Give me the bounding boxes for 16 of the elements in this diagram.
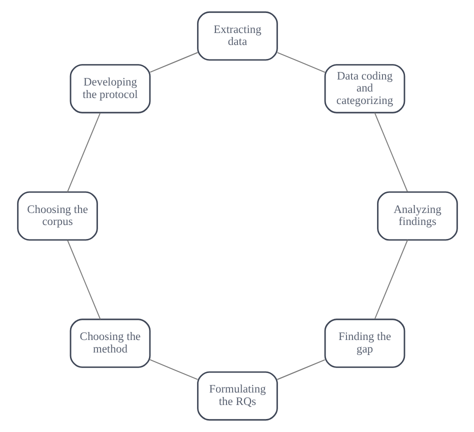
connector [66,112,100,193]
connector [66,240,100,320]
connector [374,239,408,320]
node-box: Formulating the RQs [196,371,278,421]
connector [149,52,198,73]
node-box: Choosing the method [69,318,150,368]
connector [276,359,325,380]
connector [149,359,198,380]
node-box: Finding the gap [324,318,405,368]
connector [276,52,325,73]
node-box: Developing the protocol [69,64,150,114]
node-box: Extracting data [196,11,278,61]
node-box: Data coding and categorizing [324,64,405,114]
node-box: Analyzing findings [376,191,458,241]
node-box: Choosing the corpus [16,191,98,241]
connector [374,112,408,192]
